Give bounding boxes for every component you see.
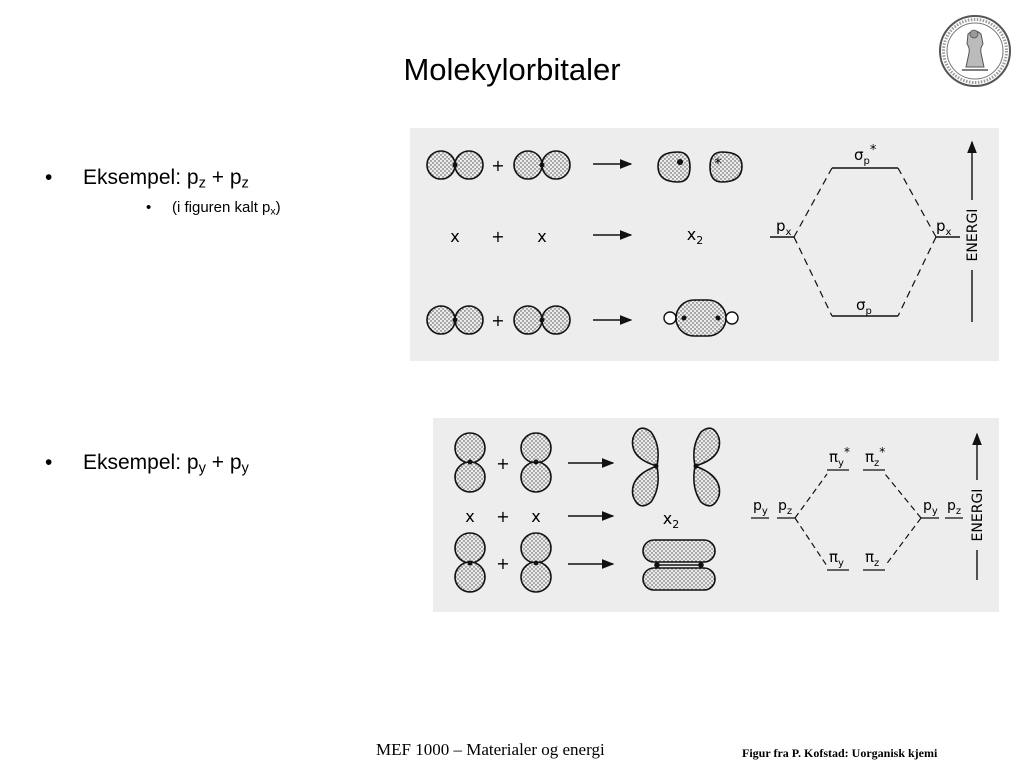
subbullet-symbol: •	[146, 199, 152, 216]
row-pi-atoms: x + x x2	[465, 507, 679, 531]
energy-axis-label: ENERGI	[970, 489, 986, 542]
sigma-label: σp	[856, 296, 872, 317]
px-right-label: px	[936, 217, 952, 238]
atom-label: x	[465, 507, 474, 526]
footer-credit: Figur fra P. Kofstad: Uorganisk kjemi	[742, 746, 938, 760]
plus-sign: +	[496, 454, 509, 473]
py-left-label: py	[753, 498, 768, 517]
row-atoms: x + x x2	[450, 225, 703, 247]
row-antibonding: + *	[426, 150, 743, 183]
pi-y-star-label: πy*	[829, 445, 850, 469]
bullet-subscript: y	[241, 460, 249, 477]
pz-right-label: pz	[947, 498, 961, 517]
subbullet-text: (i figuren kalt p	[172, 199, 271, 216]
plus-sign: +	[491, 227, 504, 246]
energy-level-diagram: px px σp* σp ENERGI	[770, 140, 982, 322]
atom-label: x	[537, 227, 546, 246]
plus-sign: +	[496, 507, 509, 526]
bullet-symbol: •	[45, 451, 53, 474]
node-star: *	[715, 156, 722, 172]
plus-sign: +	[496, 554, 509, 573]
py-right-label: py	[923, 498, 938, 517]
bullet-subscript: z	[198, 175, 206, 192]
atom-label: x	[450, 227, 459, 246]
pi-y-label: πy	[829, 548, 844, 569]
plus-sign: +	[491, 311, 504, 330]
molecule-label: x2	[663, 509, 679, 531]
university-seal-icon	[939, 15, 1011, 87]
subbullet-figure-note: • (i figuren kalt px)	[146, 199, 281, 218]
bullet-symbol: •	[45, 166, 53, 189]
row-pi-antibonding: +	[454, 427, 721, 507]
px-left-label: px	[776, 217, 792, 238]
row-bonding: +	[426, 299, 739, 337]
footer-course: MEF 1000 – Materialer og energi	[376, 740, 605, 759]
atom-label: x	[531, 507, 540, 526]
slide-title: Molekylorbitaler	[403, 52, 621, 87]
bullet-py-py: • Eksempel: py + py	[45, 451, 249, 477]
bullet-text-plus: + p	[205, 451, 242, 474]
plus-sign: +	[491, 156, 504, 175]
sigma-orbital-figure: + * x + x x2 +	[410, 128, 999, 361]
energy-axis-label: ENERGI	[965, 209, 981, 262]
bullet-subscript: y	[198, 460, 206, 477]
bullet-subscript: z	[241, 175, 249, 192]
pi-energy-level-diagram: py pz py pz πy* πz* πy πz ENERGI	[751, 432, 987, 580]
molecule-label: x2	[687, 225, 703, 247]
bullet-text: Eksempel: p	[83, 451, 199, 474]
pz-left-label: pz	[778, 498, 792, 517]
subbullet-text-end: )	[275, 199, 281, 216]
row-pi-bonding: +	[454, 532, 716, 593]
sigma-star-label: σp*	[854, 143, 877, 167]
pi-z-star-label: πz*	[865, 445, 885, 469]
pi-z-label: πz	[865, 548, 879, 569]
bullet-text-plus: + p	[205, 166, 242, 189]
pi-orbital-figure: + x + x x2 +	[433, 418, 999, 612]
bullet-pz-pz: • Eksempel: pz + pz	[45, 166, 249, 192]
subbullet-subscript: x	[270, 205, 276, 218]
bullet-text: Eksempel: p	[83, 166, 199, 189]
